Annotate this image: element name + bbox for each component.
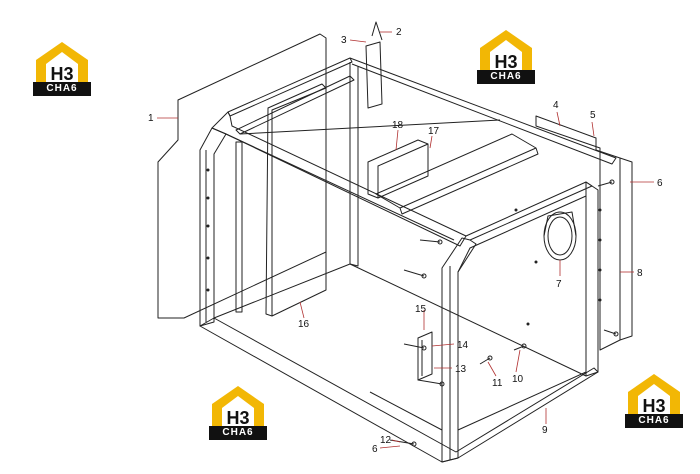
logo-monogram: H3	[50, 64, 73, 82]
callout-18: 18	[392, 120, 404, 131]
brand-logo-top-center: H3 CHA6	[474, 26, 538, 86]
callout-5: 5	[590, 110, 596, 121]
logo-wordmark: CHA6	[209, 426, 267, 440]
logo-wordmark: CHA6	[625, 414, 683, 428]
frame-bottom	[199, 317, 599, 463]
callout-8: 8	[637, 268, 643, 279]
callout-14: 14	[457, 340, 469, 351]
house-logo-icon: H3	[36, 42, 88, 82]
brand-logo-bottom-right: H3 CHA6	[622, 370, 686, 430]
leader-lines	[157, 31, 654, 449]
callout-6-bottom: 6	[372, 444, 378, 455]
bolt-set	[365, 21, 619, 447]
logo-monogram: H3	[494, 52, 517, 70]
part-16-inner-block	[265, 83, 327, 317]
part-18-bracket	[367, 139, 429, 199]
house-logo-icon: H3	[480, 30, 532, 70]
callout-1: 1	[148, 113, 154, 124]
part-17-shelf	[375, 133, 537, 209]
house-logo-icon: H3	[628, 374, 680, 414]
callout-16: 16	[298, 319, 310, 330]
logo-wordmark: CHA6	[33, 82, 91, 96]
mounting-holes	[206, 168, 602, 326]
logo-monogram: H3	[226, 408, 249, 426]
logo-wordmark: CHA6	[477, 70, 535, 84]
callout-13: 13	[455, 364, 467, 375]
callout-15: 15	[415, 304, 427, 315]
callout-2: 2	[396, 27, 402, 38]
callout-11: 11	[492, 378, 503, 389]
callout-3: 3	[341, 35, 347, 46]
callout-7: 7	[556, 279, 562, 290]
callout-10: 10	[512, 374, 524, 385]
part-7-ring	[543, 211, 577, 261]
part-1-side-panel	[157, 33, 327, 319]
frame-top-back	[227, 57, 353, 117]
part-14-bracket	[417, 331, 433, 381]
callout-9: 9	[542, 425, 548, 436]
brand-logo-bottom-left: H3 CHA6	[206, 382, 270, 442]
frame-left-front-pillar	[199, 127, 227, 327]
part-9-side-panel	[457, 195, 587, 431]
logo-monogram: H3	[642, 396, 665, 414]
callout-17: 17	[428, 126, 440, 137]
callout-6: 6	[657, 178, 663, 189]
callout-labels: 1 2 3 4 5 6 7 8 9 10 11 12 13 14 15 16 1…	[148, 27, 663, 455]
brand-logo-top-left: H3 CHA6	[30, 38, 94, 98]
callout-4: 4	[553, 100, 559, 111]
callout-12: 12	[380, 435, 392, 446]
house-logo-icon: H3	[212, 386, 264, 426]
